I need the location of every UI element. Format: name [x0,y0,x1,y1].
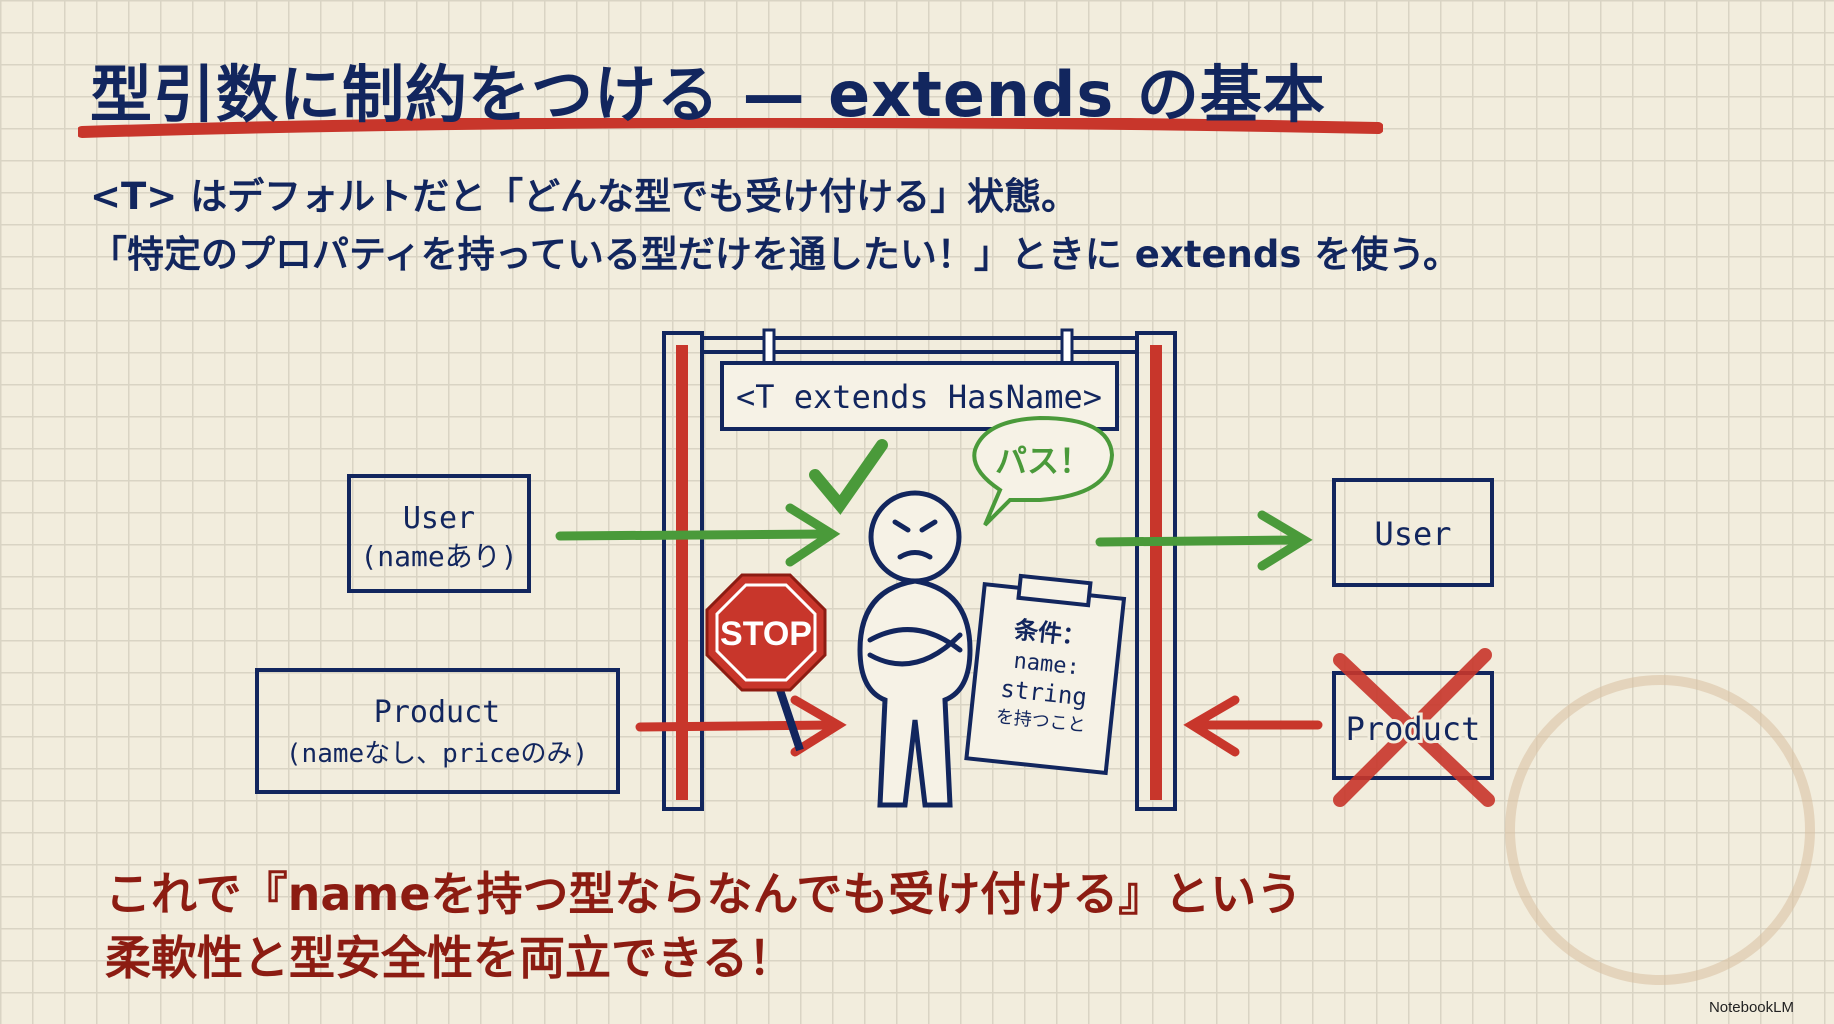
product-input-label: Product [374,695,500,730]
title-underline [78,118,1383,138]
product-input-note: (nameなし、priceのみ) [286,739,588,769]
user-input-box [347,474,531,593]
checkmark-icon [809,439,888,515]
gate-post-right [1135,331,1177,811]
gate-beam [700,336,1139,354]
page-title: 型引数に制約をつける — extends の基本 [90,58,1326,131]
intro-line-2: 「特定のプロパティを持っている型だけを通したい！」ときに extends を使う… [90,233,1461,276]
stop-text: STOP [720,615,812,653]
clipboard-icon: 条件： name: string を持つこと [964,573,1127,776]
speech-bubble: パス！ [972,415,1115,527]
user-output-box [1332,478,1494,587]
product-rejected-box [1332,671,1494,780]
user-output-label: User [1374,515,1451,553]
brand-watermark: NotebookLM [1708,999,1794,1016]
green-arrow-out [1095,510,1313,571]
gate-post-left [662,331,704,811]
user-input-label: User [403,501,475,536]
intro-line-1: <T> はデフォルトだと「どんな型でも受け付ける」状態。 [90,175,1079,218]
conclusion-line-1: これで『nameを持つ型ならなんでも受け付ける』という [105,867,1303,921]
speech-text: パス！ [995,442,1091,480]
stop-sign-icon: STOP [705,573,827,752]
gate-sign-text: <T extends HasName> [736,378,1102,416]
user-input-note: (nameあり) [360,540,517,573]
green-arrow-in [555,503,841,567]
product-input-box [255,668,620,794]
red-arrow-back [1183,695,1323,757]
gatekeeper-figure [857,490,973,808]
coffee-stain [1505,675,1815,985]
red-arrow-in [635,695,847,757]
red-x-icon [1333,648,1495,807]
conclusion-line-2: 柔軟性と型安全性を両立できる！ [105,931,795,985]
product-rejected-label: Product [1346,710,1481,748]
